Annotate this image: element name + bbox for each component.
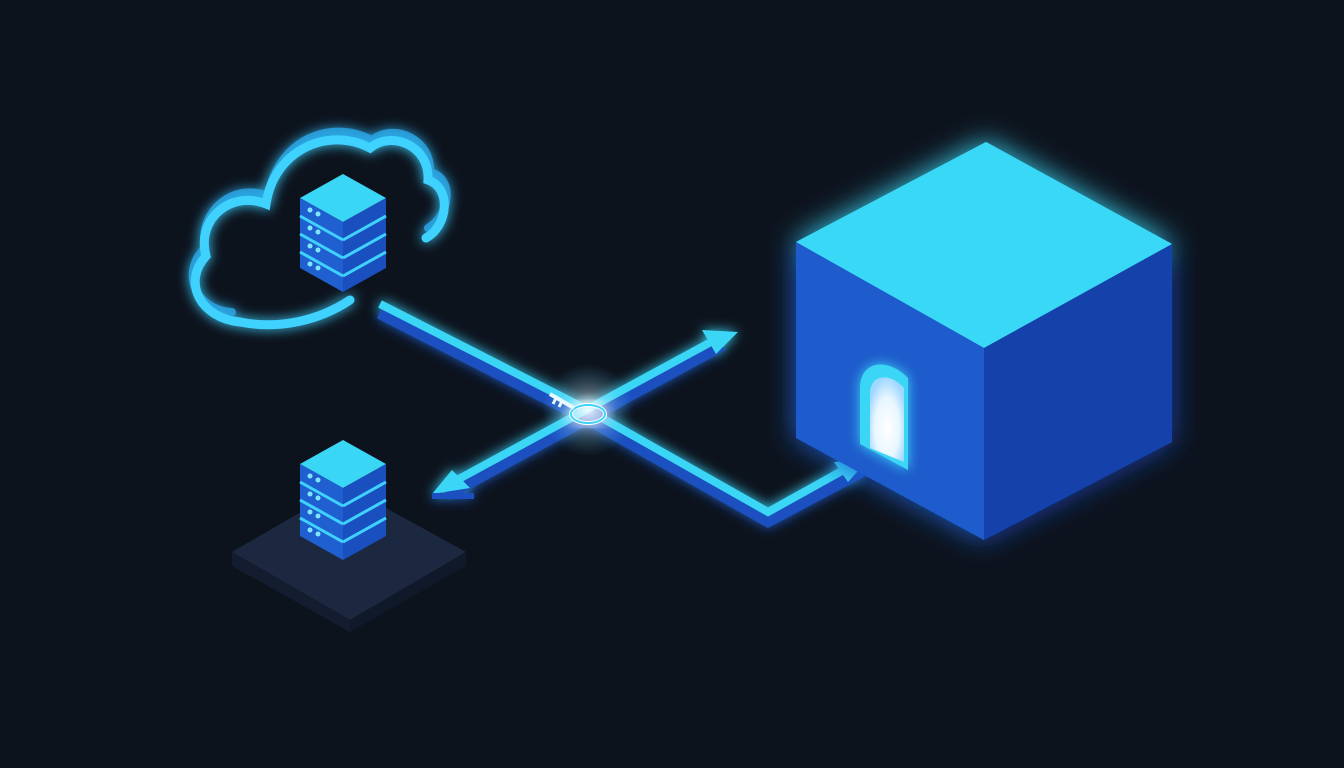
vault-cube-icon — [796, 142, 1172, 540]
cloud-server-stack — [299, 174, 387, 292]
key-icon — [542, 364, 634, 456]
server-platform-icon — [232, 440, 466, 632]
vault-door-icon — [860, 364, 908, 470]
onprem-server-stack — [299, 440, 387, 560]
cloud-server-icon — [188, 127, 451, 330]
